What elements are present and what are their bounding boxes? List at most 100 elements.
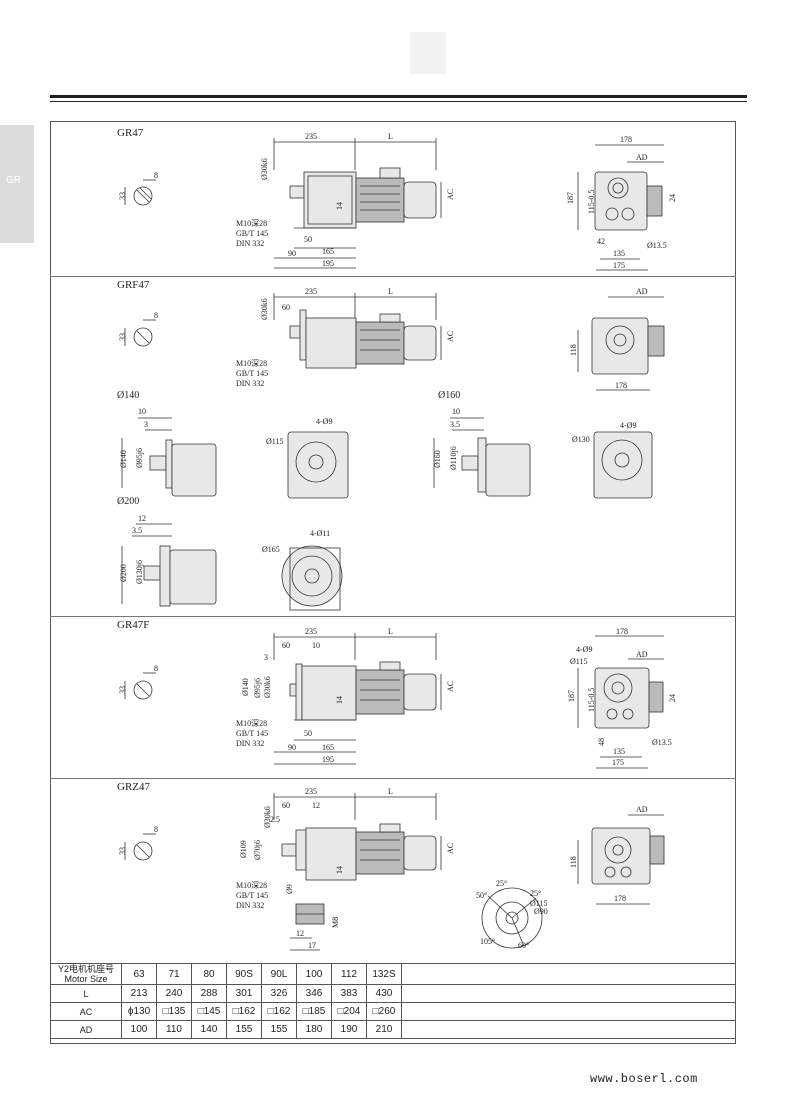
dim-l: L bbox=[388, 287, 393, 296]
section-divider bbox=[50, 778, 736, 779]
dim-60: 60 bbox=[282, 641, 290, 650]
dim-48: 48 bbox=[597, 738, 606, 746]
table-row-ad: AD 100 110 140 155 155 180 190 210 bbox=[50, 1020, 736, 1039]
dim-face-pcd: Ø115 bbox=[266, 437, 283, 446]
side-view-gr47f: 235 60 10 L 3 Ø140 Ø95j6 Ø30k6 AC 14 M10… bbox=[236, 627, 455, 765]
dim-face-pcd: Ø130 bbox=[572, 435, 590, 444]
dim-shaft-dia: Ø30k6 bbox=[263, 806, 272, 828]
table-row-sizes: Y2电机机座号 Motor Size 63 71 80 90S 90L 100 … bbox=[50, 963, 736, 985]
section-divider bbox=[50, 616, 736, 617]
section-title-grz47: GRZ47 bbox=[117, 781, 150, 793]
dim-shaft-dia: Ø30k6 bbox=[263, 676, 272, 698]
dim-flange-pilot: Ø130j6 bbox=[135, 560, 144, 584]
dim-2-5: 2.5 bbox=[270, 815, 280, 824]
table-cell: 140 bbox=[191, 1020, 227, 1039]
drawing-frame bbox=[50, 121, 736, 1044]
dim-175: 175 bbox=[613, 261, 625, 270]
dim-12: 12 bbox=[312, 801, 320, 810]
size-cell: 112 bbox=[331, 963, 367, 985]
dim-14: 14 bbox=[335, 866, 344, 874]
dim-flange-3-5: 3.5 bbox=[450, 420, 460, 429]
note-std-gb: GB/T 145 bbox=[236, 229, 268, 238]
flange-160-side: 10 3.5 Ø160 Ø110j6 bbox=[433, 407, 531, 497]
flange-140-face: Ø115 4-Ø9 bbox=[266, 417, 349, 499]
dim-hole-dia: Ø9 bbox=[285, 884, 294, 894]
side-view-grf47: 235 60 L Ø30k6 AC M10深28 GB/T 145 DIN 33… bbox=[236, 287, 455, 388]
table-empty-cell bbox=[401, 1002, 736, 1021]
angle-25-b: 25° bbox=[530, 889, 541, 898]
table-row-ac: AC ϕ130 □135 □145 □162 □162 □185 □204 □2… bbox=[50, 1002, 736, 1021]
dim-ad: AD bbox=[636, 805, 648, 814]
dim-178: 178 bbox=[616, 627, 628, 636]
dim-165: 165 bbox=[322, 743, 334, 752]
size-cell: 100 bbox=[296, 963, 332, 985]
dim-187: 187 bbox=[567, 690, 576, 702]
table-cell: 301 bbox=[226, 984, 262, 1003]
table-empty-cell bbox=[401, 1020, 736, 1039]
note-center-hole: M10深28 bbox=[236, 219, 267, 228]
dim-face-holes: 4-Ø9 bbox=[620, 421, 636, 430]
section-divider bbox=[50, 276, 736, 277]
end-view-gr47: 178 AD 187 115-0.5 24 42 135 Ø13.5 175 bbox=[566, 135, 677, 271]
table-cell: 100 bbox=[121, 1020, 157, 1039]
dim-24: 24 bbox=[668, 694, 677, 702]
table-cell: 155 bbox=[261, 1020, 297, 1039]
flange-label-140: Ø140 bbox=[117, 390, 140, 401]
note-std-gb: GB/T 145 bbox=[236, 369, 268, 378]
face-angles-grz47: 50° 25° 25° Ø115 Ø90 105° 60° bbox=[476, 879, 548, 950]
flange-200-side: 12 3.5 Ø200 Ø130j6 bbox=[119, 514, 217, 607]
row-label: AC bbox=[50, 1002, 122, 1021]
size-cell: 71 bbox=[156, 963, 192, 985]
dim-50: 50 bbox=[304, 235, 312, 244]
header-logo-block bbox=[410, 32, 446, 74]
flange-140-side: 10 3 Ø140 Ø95j6 bbox=[119, 407, 217, 497]
dim-m8: M8 bbox=[331, 917, 340, 928]
table-cell: 383 bbox=[331, 984, 367, 1003]
table-cell: □135 bbox=[156, 1002, 192, 1021]
table-cell: ϕ130 bbox=[121, 1002, 157, 1021]
footer-url[interactable]: www.boserl.com bbox=[590, 1072, 698, 1086]
dim-flange-10: 10 bbox=[138, 407, 146, 416]
dim-24: 24 bbox=[668, 194, 677, 202]
dim-flange-od: Ø140 bbox=[241, 678, 250, 696]
dim-face-holes: 4-Ø11 bbox=[310, 529, 330, 538]
note-std-din: DIN 332 bbox=[236, 739, 264, 748]
size-cell: 80 bbox=[191, 963, 227, 985]
dim-235: 235 bbox=[305, 287, 317, 296]
note-std-gb: GB/T 145 bbox=[236, 891, 268, 900]
angle-60: 60° bbox=[518, 941, 529, 950]
dim-235: 235 bbox=[305, 787, 317, 796]
dim-118: 118 bbox=[569, 344, 578, 356]
dim-flange-od: Ø160 bbox=[433, 450, 442, 468]
dim-pilot: Ø70j6 bbox=[253, 840, 262, 860]
table-cell: □145 bbox=[191, 1002, 227, 1021]
dim-face-pcd: Ø165 bbox=[262, 545, 280, 554]
table-cell: □162 bbox=[226, 1002, 262, 1021]
flange-200-face: Ø165 4-Ø11 bbox=[262, 529, 343, 611]
dim-holes: 4-Ø9 bbox=[576, 645, 592, 654]
table-empty-cell bbox=[401, 963, 736, 985]
table-cell: 346 bbox=[296, 984, 332, 1003]
dim-135: 135 bbox=[613, 747, 625, 756]
table-row-l: L 213 240 288 301 326 346 383 430 bbox=[50, 984, 736, 1003]
dim-flange-3-5: 3.5 bbox=[132, 526, 142, 535]
dim-178: 178 bbox=[614, 894, 626, 903]
dim-195: 195 bbox=[322, 259, 334, 268]
table-cell: 430 bbox=[366, 984, 402, 1003]
dim-l: L bbox=[388, 627, 393, 636]
size-cell: 132S bbox=[366, 963, 402, 985]
dim-115: 115-0.5 bbox=[587, 190, 596, 214]
table-cell: 213 bbox=[121, 984, 157, 1003]
table-cell: □162 bbox=[261, 1002, 297, 1021]
dim-42: 42 bbox=[597, 237, 605, 246]
side-tab: GR bbox=[0, 125, 34, 243]
dim-135: 135 bbox=[613, 249, 625, 258]
table-cell: 210 bbox=[366, 1020, 402, 1039]
dim-ac: AC bbox=[446, 331, 455, 342]
side-tab-label: GR bbox=[6, 175, 21, 186]
table-cell: □185 bbox=[296, 1002, 332, 1021]
end-view-gr47f: 178 4-Ø9 Ø115 AD 187 115-0.5 24 48 135 Ø… bbox=[567, 627, 677, 769]
dim-90: 90 bbox=[288, 249, 296, 258]
dim-115: 115-0.5 bbox=[587, 688, 596, 712]
dim-60: 60 bbox=[282, 303, 290, 312]
